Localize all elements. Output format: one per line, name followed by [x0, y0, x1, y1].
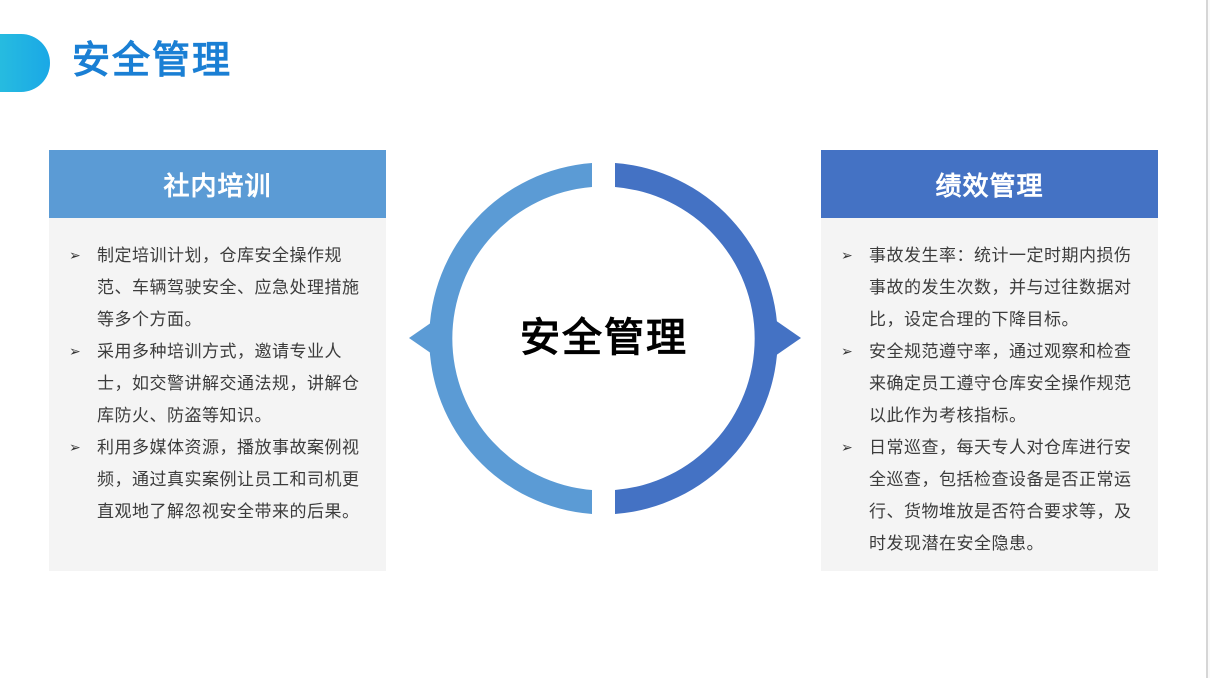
list-item: ➢ 利用多媒体资源，播放事故案例视频，通过真实案例让员工和司机更直观地了解忽视安…: [69, 432, 366, 528]
slide-edge-margin: [1208, 0, 1210, 678]
list-item-text: 日常巡查，每天专人对仓库进行安全巡查，包括检查设备是否正常运行、货物堆放是否符合…: [869, 438, 1132, 554]
list-item: ➢ 日常巡查，每天专人对仓库进行安全巡查，包括检查设备是否正常运行、货物堆放是否…: [841, 432, 1138, 560]
right-arrow-notch-icon: [775, 320, 801, 356]
ring-left-arc: [429, 163, 592, 514]
training-panel-title: 社内培训: [163, 171, 272, 202]
arrow-bullet-icon: ➢: [841, 440, 853, 456]
performance-panel: 绩效管理 ➢ 事故发生率：统计一定时期内损伤事故的发生次数，并与过往数据对比，设…: [821, 150, 1158, 571]
title-accent-tab: [0, 34, 50, 92]
page-title: 安全管理: [72, 38, 233, 82]
list-item-text: 采用多种培训方式，邀请专业人士，如交警讲解交通法规，讲解仓库防火、防盗等知识。: [97, 342, 360, 426]
list-item: ➢ 事故发生率：统计一定时期内损伤事故的发生次数，并与过往数据对比，设定合理的下…: [841, 240, 1138, 336]
list-item-text: 制定培训计划，仓库安全操作规范、车辆驾驶安全、应急处理措施等多个方面。: [97, 246, 360, 330]
list-item-text: 利用多媒体资源，播放事故案例视频，通过真实案例让员工和司机更直观地了解忽视安全带…: [97, 438, 360, 522]
training-panel-header: 社内培训: [49, 150, 386, 218]
ring-right-arc: [615, 163, 778, 514]
list-item-text: 安全规范遵守率，通过观察和检查来确定员工遵守仓库安全操作规范以此作为考核指标。: [869, 342, 1132, 426]
list-item: ➢ 采用多种培训方式，邀请专业人士，如交警讲解交通法规，讲解仓库防火、防盗等知识…: [69, 336, 366, 432]
arrow-bullet-icon: ➢: [841, 344, 853, 360]
arrow-bullet-icon: ➢: [69, 440, 81, 456]
training-panel-body: ➢ 制定培训计划，仓库安全操作规范、车辆驾驶安全、应急处理措施等多个方面。 ➢ …: [49, 218, 386, 571]
list-item: ➢ 安全规范遵守率，通过观察和检查来确定员工遵守仓库安全操作规范以此作为考核指标…: [841, 336, 1138, 432]
cycle-ring-diagram: [409, 163, 801, 514]
arrow-bullet-icon: ➢: [69, 248, 81, 264]
performance-panel-title: 绩效管理: [935, 171, 1044, 202]
left-arrow-notch-icon: [409, 320, 435, 356]
performance-panel-body: ➢ 事故发生率：统计一定时期内损伤事故的发生次数，并与过往数据对比，设定合理的下…: [821, 218, 1158, 571]
training-panel: 社内培训 ➢ 制定培训计划，仓库安全操作规范、车辆驾驶安全、应急处理措施等多个方…: [49, 150, 386, 571]
center-label: 安全管理: [520, 315, 688, 361]
performance-panel-header: 绩效管理: [821, 150, 1158, 218]
arrow-bullet-icon: ➢: [841, 248, 853, 264]
arrow-bullet-icon: ➢: [69, 344, 81, 360]
slide-edge-divider: [1206, 0, 1208, 678]
list-item-text: 事故发生率：统计一定时期内损伤事故的发生次数，并与过往数据对比，设定合理的下降目…: [869, 246, 1132, 330]
list-item: ➢ 制定培训计划，仓库安全操作规范、车辆驾驶安全、应急处理措施等多个方面。: [69, 240, 366, 336]
